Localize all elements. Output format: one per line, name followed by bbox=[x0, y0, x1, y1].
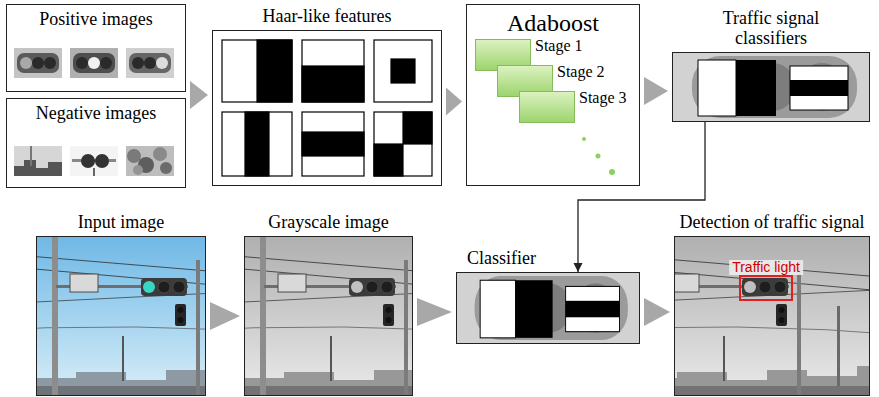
adaboost-box: AdaboostStage 1 Stage 2 Stage 3 bbox=[466, 4, 640, 186]
detection-box: Traffic light bbox=[739, 275, 793, 301]
street-photo bbox=[244, 236, 413, 396]
classifier-image bbox=[456, 272, 640, 344]
positive-thumbnails bbox=[88, 57, 100, 69]
street-photo bbox=[674, 236, 870, 396]
negative-thumbnails bbox=[95, 154, 109, 168]
positive-thumbnails bbox=[17, 53, 59, 73]
panel-heading: Classifier bbox=[467, 249, 536, 269]
box-title: Negative images bbox=[36, 104, 156, 124]
negative-thumbnails bbox=[70, 146, 118, 176]
flow-triangle bbox=[190, 95, 208, 109]
positive-thumbnails bbox=[20, 57, 32, 69]
positive-thumbnails bbox=[32, 57, 44, 69]
stage-label: Stage 3 bbox=[579, 89, 627, 107]
positive-thumbnails bbox=[70, 48, 118, 78]
haar-feature-set bbox=[222, 40, 292, 102]
feature-panel: Haar-like features bbox=[212, 30, 442, 186]
flow-triangle bbox=[190, 81, 208, 95]
flow-triangle bbox=[210, 302, 240, 330]
street-photo bbox=[674, 236, 870, 396]
panel-heading: Detection of traffic signal bbox=[679, 213, 864, 233]
negative-thumbnails bbox=[133, 165, 143, 175]
flow-triangle bbox=[644, 77, 668, 105]
negative-thumbnails bbox=[160, 162, 172, 174]
haar-feature-set bbox=[245, 112, 269, 176]
negative-thumbnails bbox=[126, 146, 174, 176]
haar-feature-set bbox=[374, 112, 432, 176]
street-photo bbox=[36, 236, 206, 396]
haar-feature-set bbox=[302, 112, 364, 176]
negative-thumbnails bbox=[14, 146, 62, 176]
haar-feature-set bbox=[257, 40, 292, 102]
classifier-panel: Traffic signal classifiers bbox=[672, 52, 870, 122]
haar-feature-set bbox=[391, 59, 415, 83]
panel-heading: Haar-like features bbox=[262, 7, 391, 27]
haar-feature-set bbox=[302, 132, 364, 156]
cascade-dots bbox=[609, 169, 615, 175]
negative-thumbnails bbox=[127, 149, 141, 163]
cascade-dots bbox=[582, 137, 615, 175]
positive-thumbnails bbox=[76, 57, 88, 69]
haar-feature-set bbox=[302, 40, 364, 102]
box-title: Positive images bbox=[39, 10, 153, 30]
photo-panel: Input image bbox=[36, 236, 206, 396]
stage-label: Stage 1 bbox=[535, 37, 583, 55]
panel-heading: Input image bbox=[78, 213, 164, 233]
stage-label: Stage 2 bbox=[557, 63, 605, 81]
photo-panel: Detection of traffic signalTraffic light bbox=[674, 236, 870, 396]
flow-triangle bbox=[446, 88, 462, 116]
positive-thumbnails bbox=[126, 48, 174, 78]
detection-label: Traffic light bbox=[729, 260, 803, 275]
street-photo bbox=[36, 236, 206, 396]
haar-feature-set bbox=[374, 144, 403, 176]
haar-feature-set bbox=[374, 40, 432, 102]
negative-thumbnails bbox=[153, 147, 167, 161]
box-title: Adaboost bbox=[507, 10, 599, 36]
negative-thumbnails bbox=[30, 146, 32, 166]
positive-thumbnails bbox=[14, 48, 62, 78]
negative-thumbnails bbox=[14, 146, 174, 176]
haar-feature-set bbox=[403, 112, 432, 144]
positive-thumbnails bbox=[156, 57, 168, 69]
haar-feature-set bbox=[302, 66, 364, 102]
photo-panel: Grayscale image bbox=[244, 236, 413, 396]
positive-thumbnails bbox=[100, 57, 112, 69]
flow-triangle bbox=[644, 298, 670, 326]
negative-thumbnails bbox=[14, 160, 62, 176]
cascade-dots bbox=[582, 137, 586, 141]
negative-thumbnails bbox=[81, 154, 95, 168]
stage-block bbox=[519, 91, 575, 123]
positive-thumbnails bbox=[132, 57, 144, 69]
haar-feature-set bbox=[222, 112, 292, 176]
negative-thumbnails bbox=[93, 168, 95, 176]
street-photo bbox=[244, 236, 413, 396]
positive-thumbnails bbox=[44, 57, 56, 69]
panel-heading: Grayscale image bbox=[268, 213, 388, 233]
classifier-panel: Classifier bbox=[456, 272, 640, 344]
haar-feature-set bbox=[222, 40, 432, 176]
positive-thumbnails bbox=[73, 53, 115, 73]
positive-thumbnails bbox=[14, 48, 174, 78]
flow-triangle bbox=[417, 298, 452, 326]
classifier-image bbox=[672, 52, 870, 122]
cascade-dots bbox=[596, 154, 601, 159]
stage-node: Stage 3 bbox=[519, 91, 627, 123]
image-set-box: Positive images bbox=[6, 4, 186, 92]
positive-thumbnails bbox=[129, 53, 171, 73]
image-set-box: Negative images bbox=[6, 98, 186, 188]
flow-line bbox=[578, 122, 705, 272]
positive-thumbnails bbox=[144, 57, 156, 69]
panel-heading: Traffic signal classifiers bbox=[706, 9, 836, 49]
